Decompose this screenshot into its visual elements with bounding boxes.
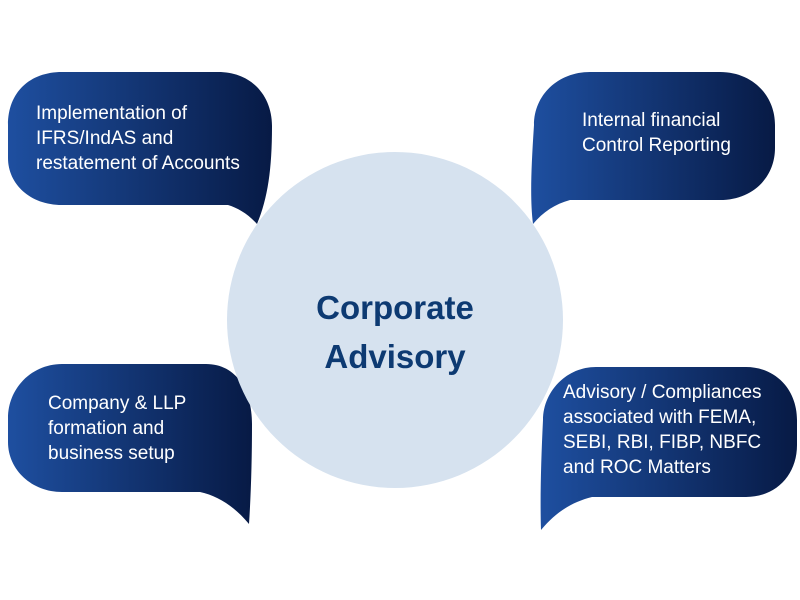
center-circle (227, 152, 563, 488)
bubble-top-right-shape (531, 72, 775, 224)
bubble-line: SEBI, RBI, FIBP, NBFC (563, 432, 762, 453)
bubble-bottom-left-text: Company & LLP formation and business set… (48, 391, 186, 466)
bubble-top-left-text: Implementation of IFRS/IndAS and restate… (36, 101, 240, 176)
bubble-line: Advisory / Compliances (563, 382, 762, 403)
bubble-top-right-text: Internal financial Control Reporting (582, 108, 731, 158)
bubble-line: and ROC Matters (563, 457, 711, 478)
bubble-bottom-right-shape (540, 367, 797, 530)
bubble-line: business setup (48, 443, 175, 464)
bubble-top-left-shape (8, 72, 272, 224)
bubble-line: Company & LLP (48, 393, 187, 414)
bubble-line: associated with FEMA, (563, 407, 757, 428)
center-title-line: Advisory (324, 338, 466, 375)
bubble-line: Control Reporting (582, 135, 731, 156)
bubble-bottom-left-shape (8, 364, 252, 524)
bubble-line: Internal financial (582, 110, 721, 131)
center-title-line: Corporate (316, 289, 474, 326)
bubble-bottom-right-text: Advisory / Compliances associated with F… (563, 380, 762, 480)
bubble-line: IFRS/IndAS and (36, 128, 174, 149)
bubble-line: formation and (48, 418, 165, 439)
bubble-line: restatement of Accounts (36, 153, 240, 174)
center-title: Corporate Advisory (227, 283, 563, 381)
bubble-line: Implementation of (36, 103, 188, 124)
